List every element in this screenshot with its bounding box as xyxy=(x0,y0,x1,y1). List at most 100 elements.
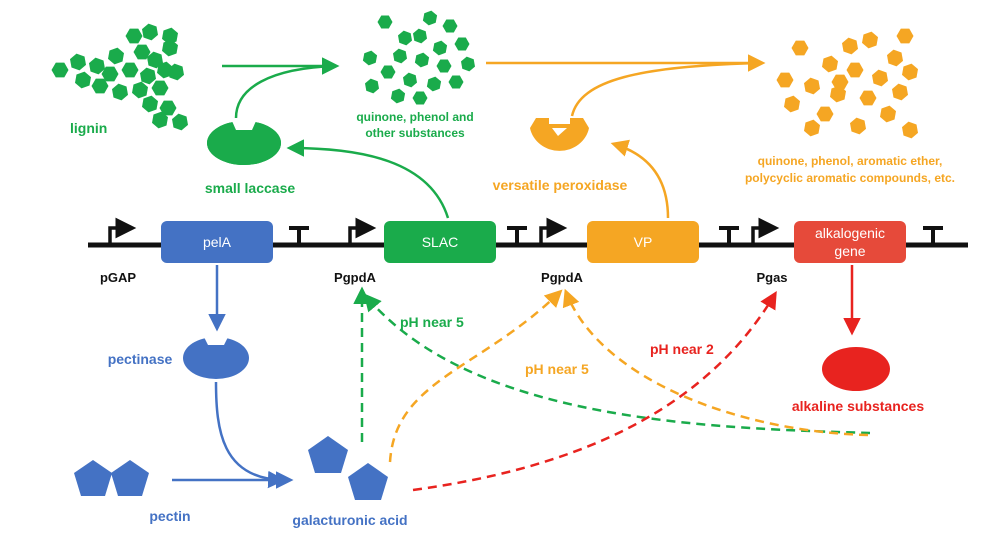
lignin-label: lignin xyxy=(70,120,107,136)
lignin-hexagon xyxy=(75,71,91,89)
lignin-hexagon xyxy=(151,80,169,96)
promoter-label-pgas: Pgas xyxy=(756,270,787,285)
orange-product-hexagon xyxy=(862,31,878,49)
green-product-hexagon xyxy=(365,78,379,94)
orange-product-hexagon xyxy=(784,95,800,113)
pectin-pentagon-2 xyxy=(111,460,149,496)
promoter-label-pgap: pGAP xyxy=(100,270,136,285)
pectinase-notch xyxy=(204,337,228,345)
arrow-pectinase-to-galacturonic xyxy=(214,381,286,489)
orange-product-hexagon xyxy=(902,121,918,139)
orange-product-hexagon xyxy=(892,83,908,101)
orange-product-hexagon xyxy=(859,90,877,106)
gene-alkalogenic xyxy=(794,221,906,263)
green-product-hexagon xyxy=(426,76,442,92)
orange-products-label-line1: quinone, phenol, aromatic ether, xyxy=(758,154,943,168)
green-product-hexagon xyxy=(432,40,448,56)
promoter-arrow-pgpda-2 xyxy=(539,217,568,245)
gene-vp-label: VP xyxy=(634,234,653,250)
promoter-arrow-pgpda-1 xyxy=(348,217,377,245)
green-product-hexagon xyxy=(436,59,452,73)
lignin-hexagon xyxy=(132,81,148,99)
green-product-hexagon xyxy=(414,52,430,68)
lignin-hexagon xyxy=(89,57,105,75)
orange-product-hexagon xyxy=(804,77,820,95)
green-product-hexagon xyxy=(422,10,438,26)
lignin-hexagon xyxy=(121,62,139,78)
lignin-hexagon xyxy=(172,113,188,131)
lignin-hexagon xyxy=(70,53,86,71)
versatile-peroxidase-shape xyxy=(530,128,589,151)
orange-product-hexagon xyxy=(896,28,914,44)
galacturonic-pentagon-1 xyxy=(308,436,348,473)
orange-product-hexagon xyxy=(872,69,888,87)
orange-product-hexagon xyxy=(804,119,820,137)
lignin-hexagon xyxy=(142,23,158,41)
arrow-laccase-to-arrow xyxy=(234,64,337,119)
lignin-hexagon xyxy=(51,62,69,78)
small-laccase-body xyxy=(207,121,281,165)
terminator-2 xyxy=(507,226,527,245)
orange-product-hexagon xyxy=(850,117,866,135)
orange-product-hexagon xyxy=(830,85,846,103)
green-product-hexagon xyxy=(362,50,378,66)
lignin-hexagon xyxy=(147,51,163,69)
gene-pela-label: pelA xyxy=(203,234,232,250)
orange-product-hexagon-cluster xyxy=(776,28,918,139)
orange-product-hexagon xyxy=(791,40,809,56)
green-product-hexagon xyxy=(377,15,393,29)
promoter-arrow-pgas xyxy=(751,217,780,245)
lignin-hexagon xyxy=(168,63,184,81)
orange-product-hexagon xyxy=(816,106,834,122)
gene-slac-label: SLAC xyxy=(422,234,459,250)
green-product-hexagon xyxy=(454,37,470,51)
lignin-hexagon xyxy=(133,44,151,60)
green-product-hexagon xyxy=(398,30,412,46)
dashed-orange-curve xyxy=(562,288,869,437)
orange-product-hexagon xyxy=(842,37,858,55)
dashed-orange-from-galacturonic xyxy=(388,289,563,463)
promoter-label-pgpda-1: PgpdA xyxy=(334,270,376,285)
orange-products-label-line2: polycyclic aromatic compounds, etc. xyxy=(745,171,955,185)
galacturonic-acid-label: galacturonic acid xyxy=(292,512,407,528)
promoter-arrow-pgap xyxy=(108,217,137,245)
gene-alkalogenic-label-line1: alkalogenic xyxy=(815,225,885,241)
green-products-label-line1: quinone, phenol and xyxy=(356,110,473,124)
gene-slac xyxy=(384,221,496,263)
dashed-green-curve xyxy=(363,293,871,435)
green-product-hexagon xyxy=(413,28,427,44)
orange-product-hexagon xyxy=(880,105,896,123)
arrow-peroxidase-to-arrow xyxy=(570,61,761,117)
terminator-4 xyxy=(923,226,943,245)
green-product-hexagon xyxy=(403,72,417,88)
green-product-hexagon xyxy=(390,88,406,104)
orange-product-hexagon xyxy=(902,63,918,81)
lignin-hexagon xyxy=(162,27,178,45)
versatile-peroxidase-label: versatile peroxidase xyxy=(493,177,628,193)
lignin-hexagon xyxy=(142,95,158,113)
gene-vp xyxy=(587,221,699,263)
versatile-peroxidase-top xyxy=(530,118,589,128)
lignin-hexagon-cluster xyxy=(51,23,188,131)
alkaline-substances-label: alkaline substances xyxy=(792,398,925,414)
green-product-hexagon xyxy=(461,56,475,72)
galacturonic-pentagon-2 xyxy=(348,463,388,500)
lignin-hexagon xyxy=(152,111,168,129)
pectinase-label: pectinase xyxy=(108,351,173,367)
lignin-hexagon xyxy=(112,83,128,101)
green-product-hexagon xyxy=(448,75,464,89)
gene-pela xyxy=(161,221,273,263)
orange-product-hexagon xyxy=(776,72,794,88)
arrow-slac-to-laccase xyxy=(286,139,450,219)
promoter-label-pgpda-2: PgpdA xyxy=(541,270,583,285)
small-laccase-notch xyxy=(232,121,256,130)
orange-product-hexagon xyxy=(822,55,838,73)
green-product-hexagon xyxy=(380,65,396,79)
gene-alkalogenic-label-line2: gene xyxy=(834,243,865,259)
pectin-pentagon-1 xyxy=(74,460,112,496)
lignin-hexagon xyxy=(162,39,178,57)
orange-product-hexagon xyxy=(846,62,864,78)
green-products-label-line2: other substances xyxy=(365,126,465,140)
lignin-hexagon xyxy=(91,78,109,94)
